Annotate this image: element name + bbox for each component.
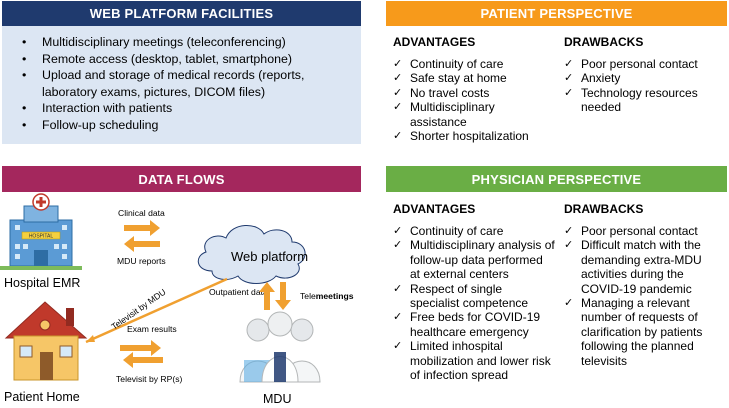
physician-advantages-list: Continuity of care Multidisciplinary ana… <box>393 224 555 382</box>
list-item: Continuity of care <box>393 224 555 239</box>
list-item: Multidisciplinary meetings (teleconferen… <box>20 34 304 51</box>
arrow-right-icon <box>120 340 161 356</box>
hospital-icon: HOSPITAL <box>0 193 82 270</box>
physician-perspective-header: PHYSICIAN PERSPECTIVE <box>386 166 727 192</box>
arrow-up-icon <box>259 282 275 310</box>
web-platform-label: Web platform <box>231 249 308 264</box>
data-flows-header: DATA FLOWS <box>2 166 361 192</box>
outpatient-data-label: Outpatient data <box>209 287 268 297</box>
arrow-right-icon <box>124 220 160 236</box>
house-icon <box>4 301 88 381</box>
list-item: Poor personal contact <box>564 224 726 239</box>
arrow-left-icon <box>123 352 163 368</box>
physician-drawbacks-list: Poor personal contact Difficult match wi… <box>564 224 726 368</box>
list-item-line: Upload and storage of medical records (r… <box>42 68 305 82</box>
hospital-sign: HOSPITAL <box>29 234 54 240</box>
list-item: Follow-up scheduling <box>20 117 304 134</box>
hospital-emr-label: Hospital EMR <box>4 276 80 290</box>
physician-advantages-title: ADVANTAGES <box>393 202 476 216</box>
list-item: Upload and storage of medical records (r… <box>20 67 304 100</box>
list-item: Poor personal contact <box>564 57 724 72</box>
patient-perspective-header: PATIENT PERSPECTIVE <box>386 1 727 26</box>
televisit-line <box>85 277 228 344</box>
list-item: Continuity of care <box>393 57 543 72</box>
list-item: Technology resources needed <box>564 86 711 115</box>
data-flows-diagram: HOSPITAL Hospital EMR Clinical data MDU … <box>0 193 354 406</box>
list-item: Limited inhospital mobilization and lowe… <box>393 339 555 382</box>
list-item: Managing a relevant number of requests o… <box>564 296 726 368</box>
web-platform-list: Multidisciplinary meetings (teleconferen… <box>20 34 304 133</box>
list-item: Multidisciplinary analysis of follow-up … <box>393 238 555 281</box>
patient-drawbacks-list: Poor personal contact Anxiety Technology… <box>564 57 724 115</box>
list-item: Interaction with patients <box>20 100 304 117</box>
exam-results-label: Exam results <box>127 324 177 334</box>
list-item: Difficult match with the demanding extra… <box>564 238 726 296</box>
clinical-data-label: Clinical data <box>118 208 165 218</box>
mdu-reports-label: MDU reports <box>117 256 166 266</box>
list-item: Anxiety <box>564 71 724 86</box>
patient-advantages-list: Continuity of care Safe stay at home No … <box>393 57 543 144</box>
list-item: Respect of single specialist competence <box>393 282 545 311</box>
telemeetings-prefix: Tele <box>300 291 316 301</box>
list-item: Remote access (desktop, tablet, smartpho… <box>20 51 304 68</box>
mdu-label: MDU <box>263 392 291 406</box>
arrowhead-icon <box>86 335 95 342</box>
cloud-icon <box>197 225 306 284</box>
web-platform-header: WEB PLATFORM FACILITIES <box>2 1 361 26</box>
arrow-down-icon <box>275 282 291 310</box>
list-item: No travel costs <box>393 86 543 101</box>
list-item: Multidisciplinary assistance <box>393 100 520 129</box>
doctors-icon <box>239 311 321 383</box>
arrow-left-icon <box>124 236 160 252</box>
telemeetings-suffix: meetings <box>316 291 354 301</box>
list-item-line: laboratory exams, pictures, DICOM files) <box>42 84 266 99</box>
list-item: Shorter hospitalization <box>393 129 543 144</box>
patient-home-label: Patient Home <box>4 390 80 404</box>
physician-drawbacks-title: DRAWBACKS <box>564 202 644 216</box>
list-item: Free beds for COVID-19 healthcare emerge… <box>393 310 545 339</box>
patient-drawbacks-title: DRAWBACKS <box>564 35 644 49</box>
list-item: Safe stay at home <box>393 71 543 86</box>
telemeetings-label: Telemeetings <box>300 291 354 301</box>
patient-advantages-title: ADVANTAGES <box>393 35 476 49</box>
televisit-rp-label: Televisit by RP(s) <box>116 374 183 384</box>
